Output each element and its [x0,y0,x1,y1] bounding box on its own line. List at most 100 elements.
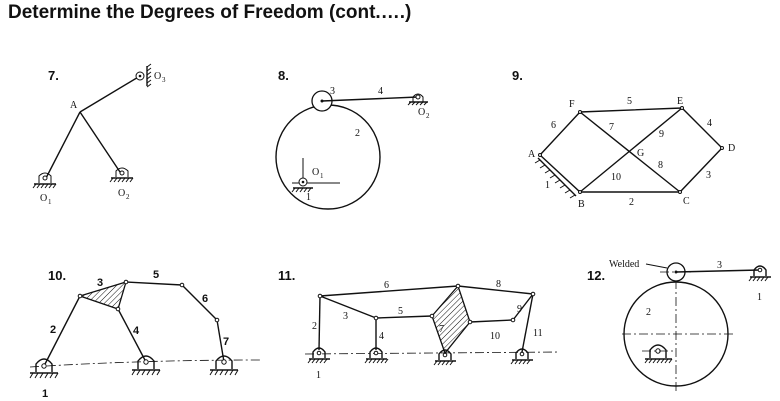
fig9-label-2: 2 [629,197,634,208]
fig11-link-2 [318,295,321,351]
fig10-label-6: 6 [202,293,208,305]
fig11-label-4: 4 [379,331,384,342]
fig9-link-7-8 [579,111,681,193]
fig9-ground [534,157,577,199]
fig7-label-o1: O [40,193,47,204]
fig7-label-a: A [70,100,78,111]
fig11-link-5 [375,315,433,319]
fig11-ground-4 [510,348,533,365]
fig10-label-2: 2 [50,324,56,336]
fig12-ground-right [748,265,771,282]
fig9-label-f: F [569,99,575,110]
fig9-label-5: 5 [627,96,632,107]
fig8-label-4: 4 [378,86,383,97]
fig7-ground-o3 [135,63,152,88]
fig10-link-4 [117,308,147,363]
figure-8-number: 8. [278,68,289,83]
fig10-link-7 [216,319,225,363]
fig11-label-1: 1 [316,370,321,381]
figure-10-number: 10. [48,268,66,283]
fig11-quaternary-link-7 [431,284,471,355]
fig11-label-11: 11 [533,328,543,339]
fig12-label-welded: Welded [609,259,639,270]
fig7-label-o3-sub: 3 [162,76,166,84]
fig12-label-2: 2 [646,307,651,318]
fig8-label-o1-sub: 1 [320,172,324,180]
fig9-label-4: 4 [707,118,712,129]
fig11-link-8 [457,285,534,295]
fig10-link-2 [43,295,81,367]
fig11-ground-3 [433,349,456,366]
fig9-label-c: C [683,196,690,207]
figure-12: 12. Welded 2 3 1 [587,259,771,392]
fig7-ground-o2 [109,167,134,183]
fig11-label-9: 9 [517,304,522,315]
figure-9: 9. A B C D E F G 1 2 3 4 5 6 7 8 9 10 [512,68,735,210]
fig12-label-3: 3 [717,260,722,271]
fig7-link-a-o1 [44,111,81,181]
fig12-label-1: 1 [757,292,762,303]
fig9-label-b: B [578,199,585,210]
fig11-label-6: 6 [384,280,389,291]
figure-12-number: 12. [587,268,605,283]
fig7-label-o2: O [118,188,125,199]
fig10-label-1: 1 [42,388,48,400]
fig8-label-o2: O [418,107,425,118]
fig8-label-2: 2 [355,128,360,139]
fig7-link-a-o3 [79,75,141,113]
fig8-label-o2-sub: 2 [426,112,430,120]
fig10-ground-middle [131,355,161,376]
fig11-label-2: 2 [312,321,317,332]
fig10-ternary-link-3 [77,281,127,310]
fig7-label-o2-sub: 2 [126,193,130,201]
fig8-ground-o2 [407,93,428,106]
fig9-label-e: E [677,96,683,107]
fig9-label-1: 1 [545,180,550,191]
figure-10: 10. 1 2 3 [29,268,261,400]
fig11-link-11 [521,293,534,353]
fig11-label-3: 3 [343,311,348,322]
fig11-label-8: 8 [496,279,501,290]
fig7-ground-o1 [32,172,57,189]
fig7-link-a-o2 [79,111,123,176]
fig9-label-3: 3 [706,170,711,181]
fig9-label-9: 9 [659,129,664,140]
fig9-label-7: 7 [609,122,614,133]
fig10-label-5: 5 [153,269,159,281]
fig8-label-1: 1 [306,192,311,203]
fig8-link-4 [321,96,419,102]
fig9-label-g: G [637,148,644,159]
fig10-label-3: 3 [97,277,103,289]
fig7-label-o1-sub: 1 [48,198,52,206]
fig10-label-7: 7 [223,336,229,348]
figure-8: 8. 3 4 2 1 O 1 O 2 [275,68,430,210]
fig9-label-d: D [728,143,735,154]
fig9-link-9-10 [579,107,683,193]
fig9-label-a: A [528,149,536,160]
fig10-ground-right [209,355,239,376]
fig10-ground-line [29,359,261,368]
fig12-link-3 [675,269,761,273]
fig9-label-6: 6 [551,120,556,131]
figure-11-number: 11. [278,268,295,283]
page-title: Determine the Degrees of Freedom (cont.…… [8,2,412,23]
fig8-disk-2 [275,104,381,210]
fig8-label-o1: O [312,167,319,178]
fig8-label-3: 3 [330,86,335,97]
fig9-label-10: 10 [611,172,621,183]
fig11-link-10 [469,319,514,323]
fig10-link-6 [181,284,218,321]
figure-9-number: 9. [512,68,523,83]
fig7-label-o3: O [154,71,161,82]
fig11-label-7: 7 [439,324,444,335]
fig11-link-3 [319,295,377,319]
fig9-label-8: 8 [658,160,663,171]
figure-7-number: 7. [48,68,59,83]
fig12-welded-pointer [645,263,668,269]
fig8-ground-o1 [291,158,340,193]
fig11-link-9 [512,293,534,321]
fig11-ground-line [304,351,561,355]
fig10-ground-left [29,358,59,379]
figure-11: 11. [278,268,561,381]
